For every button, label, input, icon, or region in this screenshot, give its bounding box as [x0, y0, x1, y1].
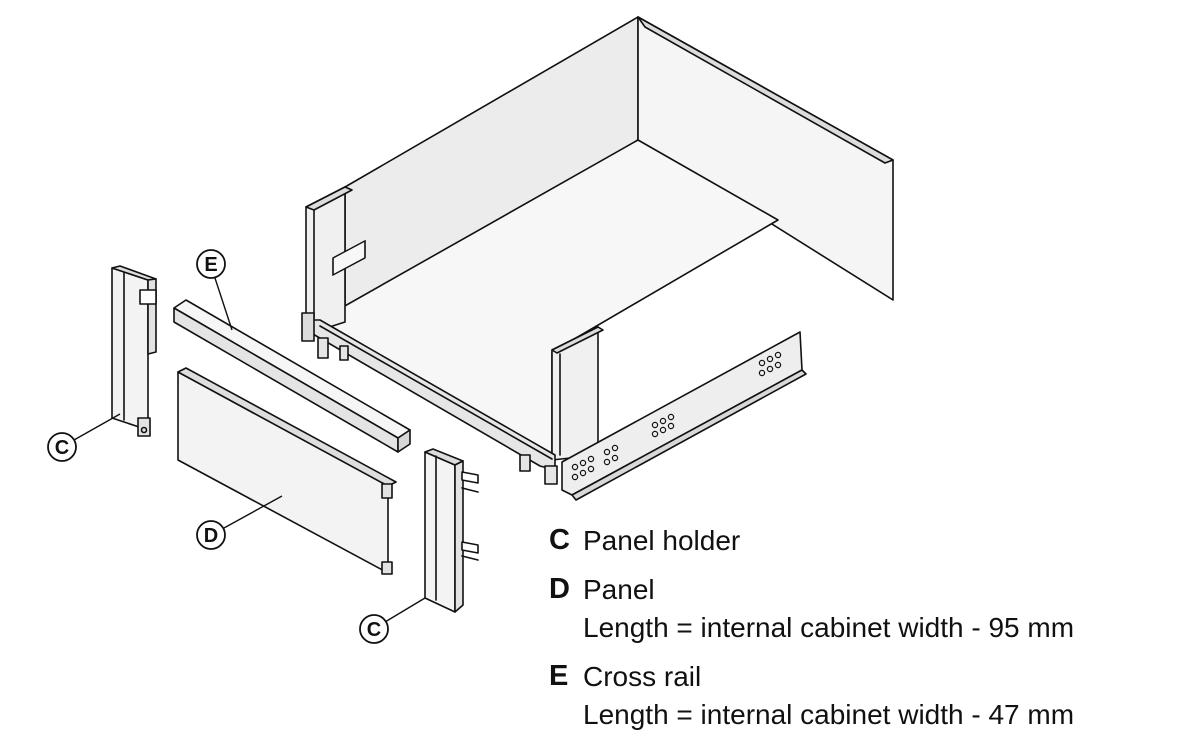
parts-legend: C Panel holder D Panel Length = internal… — [549, 522, 1074, 745]
callout-e-label: E — [204, 254, 217, 276]
callout-c-right: C — [359, 614, 389, 644]
callout-c-left: C — [47, 432, 77, 462]
legend-name: Panel holder — [583, 525, 741, 556]
legend-detail: Length = internal cabinet width - 95 mm — [583, 612, 1075, 643]
legend-letter: C — [549, 524, 570, 556]
legend-item-panel: D Panel Length = internal cabinet width … — [549, 571, 1074, 647]
callout-c-right-label: C — [367, 619, 381, 641]
callout-leader-c-left — [73, 413, 121, 441]
legend-name: Cross rail — [583, 661, 702, 692]
panel-holder-left — [111, 265, 157, 437]
callout-c-left-label: C — [55, 437, 69, 459]
callout-d-label: D — [204, 525, 218, 547]
callout-d: D — [196, 520, 226, 550]
panel-holder-right — [424, 448, 479, 613]
legend-letter: E — [549, 660, 569, 692]
legend-name: Panel — [583, 574, 655, 605]
callout-e: E — [196, 249, 226, 279]
legend-detail: Length = internal cabinet width - 47 mm — [583, 699, 1075, 730]
runner-holes — [571, 351, 782, 481]
callout-leader-d — [223, 495, 283, 529]
legend-letter: D — [549, 573, 570, 605]
callout-leader-e — [213, 274, 233, 331]
drawer-box — [301, 16, 894, 501]
callout-leader-c-right — [384, 597, 426, 623]
legend-item-cross-rail: E Cross rail Length = internal cabinet w… — [549, 658, 1074, 734]
legend-item-panel-holder: C Panel holder — [549, 522, 1074, 560]
